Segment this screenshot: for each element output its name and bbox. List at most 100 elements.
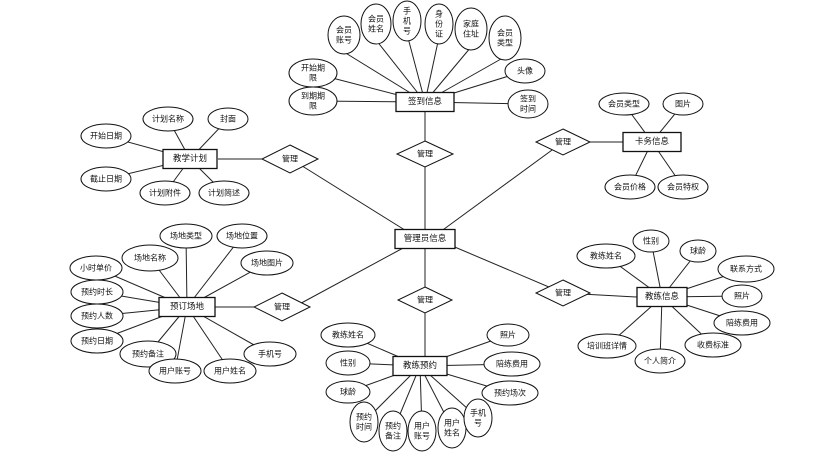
attribute-booking-11: 手机号 bbox=[463, 398, 493, 438]
attribute-label: 时间 bbox=[356, 422, 372, 432]
entity-box bbox=[636, 286, 688, 308]
attribute-venue-1: 场地类型 bbox=[159, 223, 213, 249]
attribute-plan-4: 截止日期 bbox=[80, 166, 132, 192]
relation-diamond bbox=[534, 279, 592, 307]
attribute-label: 计划名称 bbox=[152, 114, 184, 124]
attribute-label: 照片 bbox=[500, 330, 516, 340]
entity-booking: 教练预约 bbox=[392, 355, 448, 377]
attribute-label: 性别 bbox=[340, 358, 356, 368]
attribute-booking-4: 陪练费用 bbox=[483, 351, 541, 377]
attribute-ellipse bbox=[325, 350, 371, 376]
attribute-label: 球龄 bbox=[340, 387, 356, 397]
attribute-label: 备注 bbox=[385, 431, 401, 441]
attribute-ellipse bbox=[483, 351, 541, 377]
attribute-label: 会员 bbox=[368, 14, 384, 24]
attribute-ellipse bbox=[142, 106, 194, 132]
attribute-label: 用户 bbox=[414, 421, 430, 431]
attribute-ellipse bbox=[679, 239, 717, 263]
entity-label: 签到信息 bbox=[408, 96, 443, 107]
attribute-label: 头像 bbox=[517, 66, 533, 76]
entity-coach: 教练信息 bbox=[636, 286, 688, 308]
attribute-booking-5: 球龄 bbox=[325, 380, 371, 404]
attribute-ellipse bbox=[159, 223, 213, 249]
relation-diamond bbox=[260, 144, 320, 174]
attribute-ellipse bbox=[721, 284, 763, 308]
relation-diamond bbox=[534, 128, 592, 156]
attribute-label: 陪练费用 bbox=[726, 318, 758, 328]
attribute-ellipse bbox=[70, 303, 124, 329]
attribute-ellipse bbox=[504, 58, 546, 84]
attribute-card-2: 图片 bbox=[662, 92, 704, 116]
attribute-ellipse bbox=[207, 107, 249, 131]
entity-card: 卡务信息 bbox=[622, 131, 682, 153]
attribute-venue-6: 预约时长 bbox=[70, 279, 124, 305]
attribute-label: 姓名 bbox=[368, 24, 384, 34]
attribute-label: 预约备注 bbox=[132, 349, 164, 359]
attribute-ellipse bbox=[203, 358, 257, 384]
attribute-ellipse bbox=[488, 15, 522, 61]
entity-plan: 教学计划 bbox=[162, 148, 218, 170]
attribute-coach-2: 教练姓名 bbox=[576, 243, 636, 269]
attribute-checkin-6: 会员类型 bbox=[488, 15, 522, 61]
attribute-plan-2: 计划名称 bbox=[142, 106, 194, 132]
relation-label: 管理 bbox=[555, 288, 571, 298]
attribute-label: 会员类型 bbox=[608, 99, 640, 109]
entity-box bbox=[395, 91, 455, 113]
relation-coach: 管理 bbox=[534, 279, 592, 307]
relation-diamond bbox=[395, 140, 455, 168]
attribute-booking-9: 用户账号 bbox=[407, 410, 437, 452]
attribute-label: 球龄 bbox=[690, 246, 706, 256]
attribute-label: 场地类型 bbox=[170, 231, 202, 241]
relation-booking: 管理 bbox=[396, 286, 454, 314]
attribute-coach-4: 联系方式 bbox=[717, 255, 775, 283]
attribute-label: 用户 bbox=[444, 418, 460, 428]
relation-label: 管理 bbox=[555, 137, 571, 147]
entity-label: 教练信息 bbox=[645, 291, 680, 302]
attribute-venue-3: 小时单价 bbox=[69, 255, 123, 281]
attribute-label: 身 bbox=[435, 9, 443, 19]
attribute-plan-1: 开始日期 bbox=[80, 123, 132, 149]
entity-box bbox=[162, 148, 218, 170]
attribute-label: 场地名称 bbox=[134, 253, 166, 263]
attribute-ellipse bbox=[198, 180, 250, 206]
entity-label: 卡务信息 bbox=[635, 136, 670, 147]
attribute-ellipse bbox=[407, 410, 437, 452]
attribute-label: 培训班详情 bbox=[587, 341, 627, 351]
attribute-booking-8: 预约备注 bbox=[378, 410, 408, 452]
attribute-ellipse bbox=[360, 3, 392, 45]
attribute-ellipse bbox=[577, 333, 637, 359]
attribute-label: 联系方式 bbox=[730, 264, 762, 274]
attribute-label: 陪练费用 bbox=[496, 359, 528, 369]
attribute-label: 证 bbox=[435, 30, 443, 39]
attribute-label: 性别 bbox=[643, 236, 659, 246]
attribute-ellipse bbox=[320, 322, 376, 348]
attribute-coach-9: 个人简介 bbox=[634, 348, 686, 374]
attribute-plan-6: 计划简述 bbox=[198, 180, 250, 206]
attribute-coach-6: 陪练费用 bbox=[713, 310, 771, 336]
attribute-label: 照片 bbox=[734, 291, 750, 301]
attribute-ellipse bbox=[684, 332, 742, 358]
attribute-coach-5: 照片 bbox=[721, 284, 763, 308]
attribute-card-4: 会员特权 bbox=[657, 174, 709, 200]
attribute-coach-1: 性别 bbox=[632, 229, 670, 253]
attribute-booking-2: 照片 bbox=[486, 323, 530, 347]
diagram-shapes: 管理员信息签到信息卡务信息教练信息教练预约预订场地教学计划管理管理管理管理管理管… bbox=[69, 0, 775, 452]
attribute-ellipse bbox=[486, 323, 530, 347]
entity-box bbox=[394, 228, 456, 250]
attribute-label: 份 bbox=[435, 19, 443, 29]
attribute-ellipse bbox=[139, 180, 191, 206]
attribute-label: 住址 bbox=[463, 29, 479, 39]
attribute-label: 家庭 bbox=[463, 19, 479, 29]
attribute-coach-7: 培训班详情 bbox=[577, 333, 637, 359]
entity-label: 预订场地 bbox=[170, 301, 205, 312]
attribute-label: 账号 bbox=[336, 36, 352, 45]
relation-label: 管理 bbox=[282, 154, 298, 164]
attribute-label: 场地位置 bbox=[226, 231, 258, 241]
attribute-label: 号 bbox=[474, 419, 482, 428]
attribute-label: 姓名 bbox=[444, 428, 460, 438]
entity-label: 教练预约 bbox=[403, 360, 437, 371]
